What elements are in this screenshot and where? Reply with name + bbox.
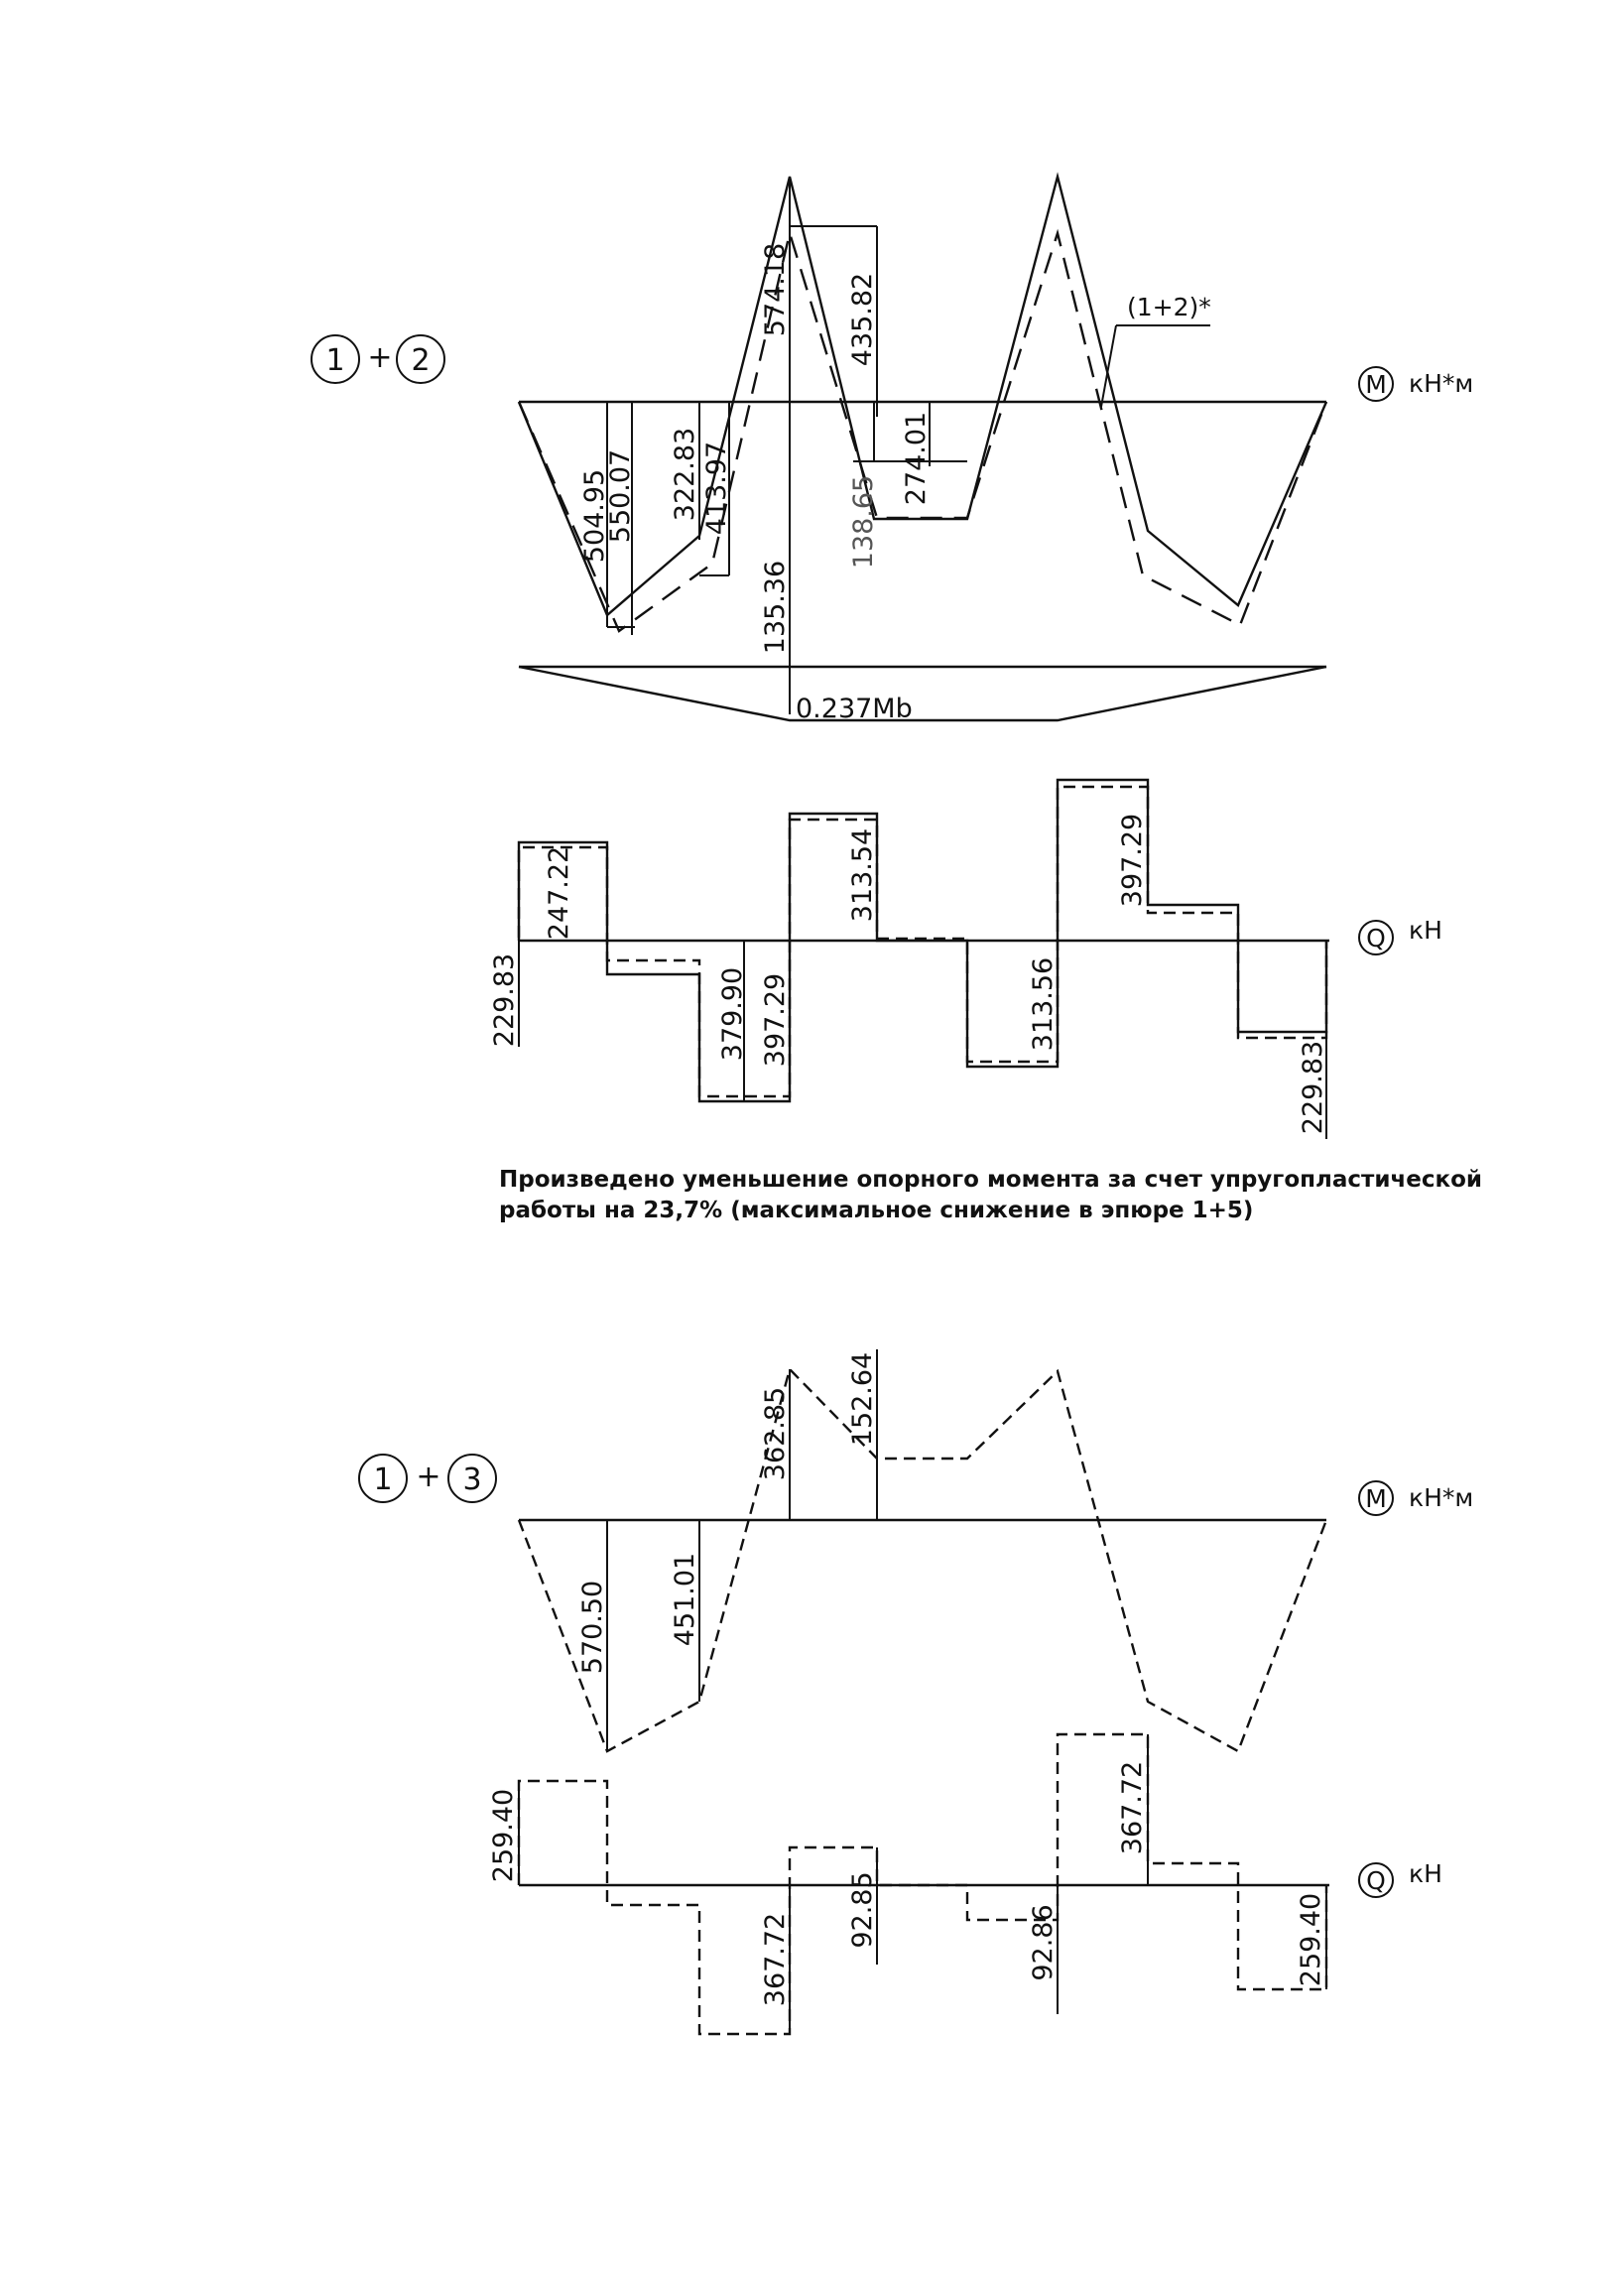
combo-number-3: 3 (462, 1462, 481, 1497)
moment-value: 413.97 (701, 442, 732, 535)
shear-symbol: Q (1366, 1866, 1386, 1895)
shear-symbol-circle (1358, 920, 1394, 955)
combo-plus: + (416, 1460, 440, 1494)
shear-curve-solid (517, 778, 1328, 1103)
moment-unit: кН*м (1409, 1483, 1473, 1512)
combo-plus: + (367, 340, 392, 375)
moment-value: 322.83 (670, 428, 700, 521)
combo-circle-1 (358, 1454, 408, 1503)
moment-curve (517, 1366, 1328, 1753)
shear-symbol-circle (1358, 1862, 1394, 1898)
load-combination-1-2: 1 + 2 (311, 334, 445, 384)
moment-value: 435.82 (847, 273, 878, 366)
moment-value: 570.50 (577, 1581, 608, 1674)
curve-label-leader (1100, 324, 1117, 408)
shear-curve (517, 1732, 1328, 2036)
moment-symbol: M (1365, 1484, 1387, 1513)
redistribution-shape (518, 665, 1327, 722)
moment-value: 274.01 (901, 412, 932, 505)
combo-circle-3 (447, 1454, 497, 1503)
load-combination-1-3: 1 + 3 (358, 1454, 497, 1503)
moment-curve-redistributed (517, 228, 1328, 633)
moment-curve-solid (517, 172, 1328, 617)
ordinate-cap-3 (853, 402, 875, 462)
shear-diagram-2: 259.40 367.72 92.85 92.86 367.72 259.40 … (488, 1732, 1442, 2036)
shear-value: 313.56 (1028, 957, 1059, 1051)
moment-value: 451.01 (670, 1553, 700, 1646)
curve-label: (1+2)* (1127, 293, 1211, 321)
moment-value: 504.95 (579, 469, 610, 563)
shear-value: 229.83 (489, 953, 520, 1047)
shear-value: 397.29 (1117, 814, 1148, 907)
shear-diagram-1: 229.83 247.22 379.90 397.29 313.54 313.5… (489, 778, 1442, 1139)
shear-value: 229.83 (1298, 1041, 1328, 1134)
combo-circle-1 (311, 334, 360, 384)
shear-curve-redistributed (517, 785, 1328, 1098)
moment-value: 135.36 (760, 561, 791, 654)
shear-value: 367.72 (760, 1913, 791, 2006)
moment-value: 550.07 (605, 449, 636, 543)
moment-symbol-circle (1358, 1480, 1394, 1516)
moment-diagram-2: 570.50 451.01 362.85 152.64 M кН*м (517, 1349, 1473, 1753)
shear-value: 379.90 (717, 967, 748, 1061)
note-line-2: работы на 23,7% (максимальное снижение в… (499, 1198, 1253, 1223)
combo-circle-2 (396, 334, 445, 384)
moment-symbol: M (1365, 370, 1387, 399)
combo-number-2: 2 (411, 343, 430, 378)
moment-value: 574.18 (760, 243, 791, 336)
shear-unit: кН (1409, 916, 1442, 945)
combo-number-1: 1 (325, 343, 344, 378)
moment-value: 138.65 (848, 475, 879, 569)
shear-value: 367.72 (1117, 1761, 1148, 1854)
shear-value: 313.54 (847, 828, 878, 922)
moment-value: 362.85 (760, 1387, 791, 1480)
moment-value: 152.64 (847, 1352, 878, 1446)
combo-number-1: 1 (373, 1462, 392, 1497)
redistribution-diagram: 0.237Mb (518, 665, 1327, 724)
redistribution-label: 0.237Mb (796, 694, 913, 724)
shear-value: 92.85 (847, 1871, 878, 1948)
note: Произведено уменьшение опорного момента … (499, 1167, 1482, 1223)
moment-symbol-circle (1358, 366, 1394, 402)
shear-value: 259.40 (488, 1789, 519, 1882)
note-line-1: Произведено уменьшение опорного момента … (499, 1167, 1482, 1193)
shear-value: 397.29 (760, 973, 791, 1067)
shear-value: 247.22 (544, 846, 574, 940)
shear-unit: кН (1409, 1859, 1442, 1888)
moment-diagram-1: 504.95 550.07 322.83 413.97 574.18 435.8… (517, 172, 1473, 714)
moment-unit: кН*м (1409, 369, 1473, 398)
shear-value: 259.40 (1296, 1893, 1326, 1986)
shear-symbol: Q (1366, 924, 1386, 953)
shear-value: 92.86 (1028, 1904, 1059, 1980)
